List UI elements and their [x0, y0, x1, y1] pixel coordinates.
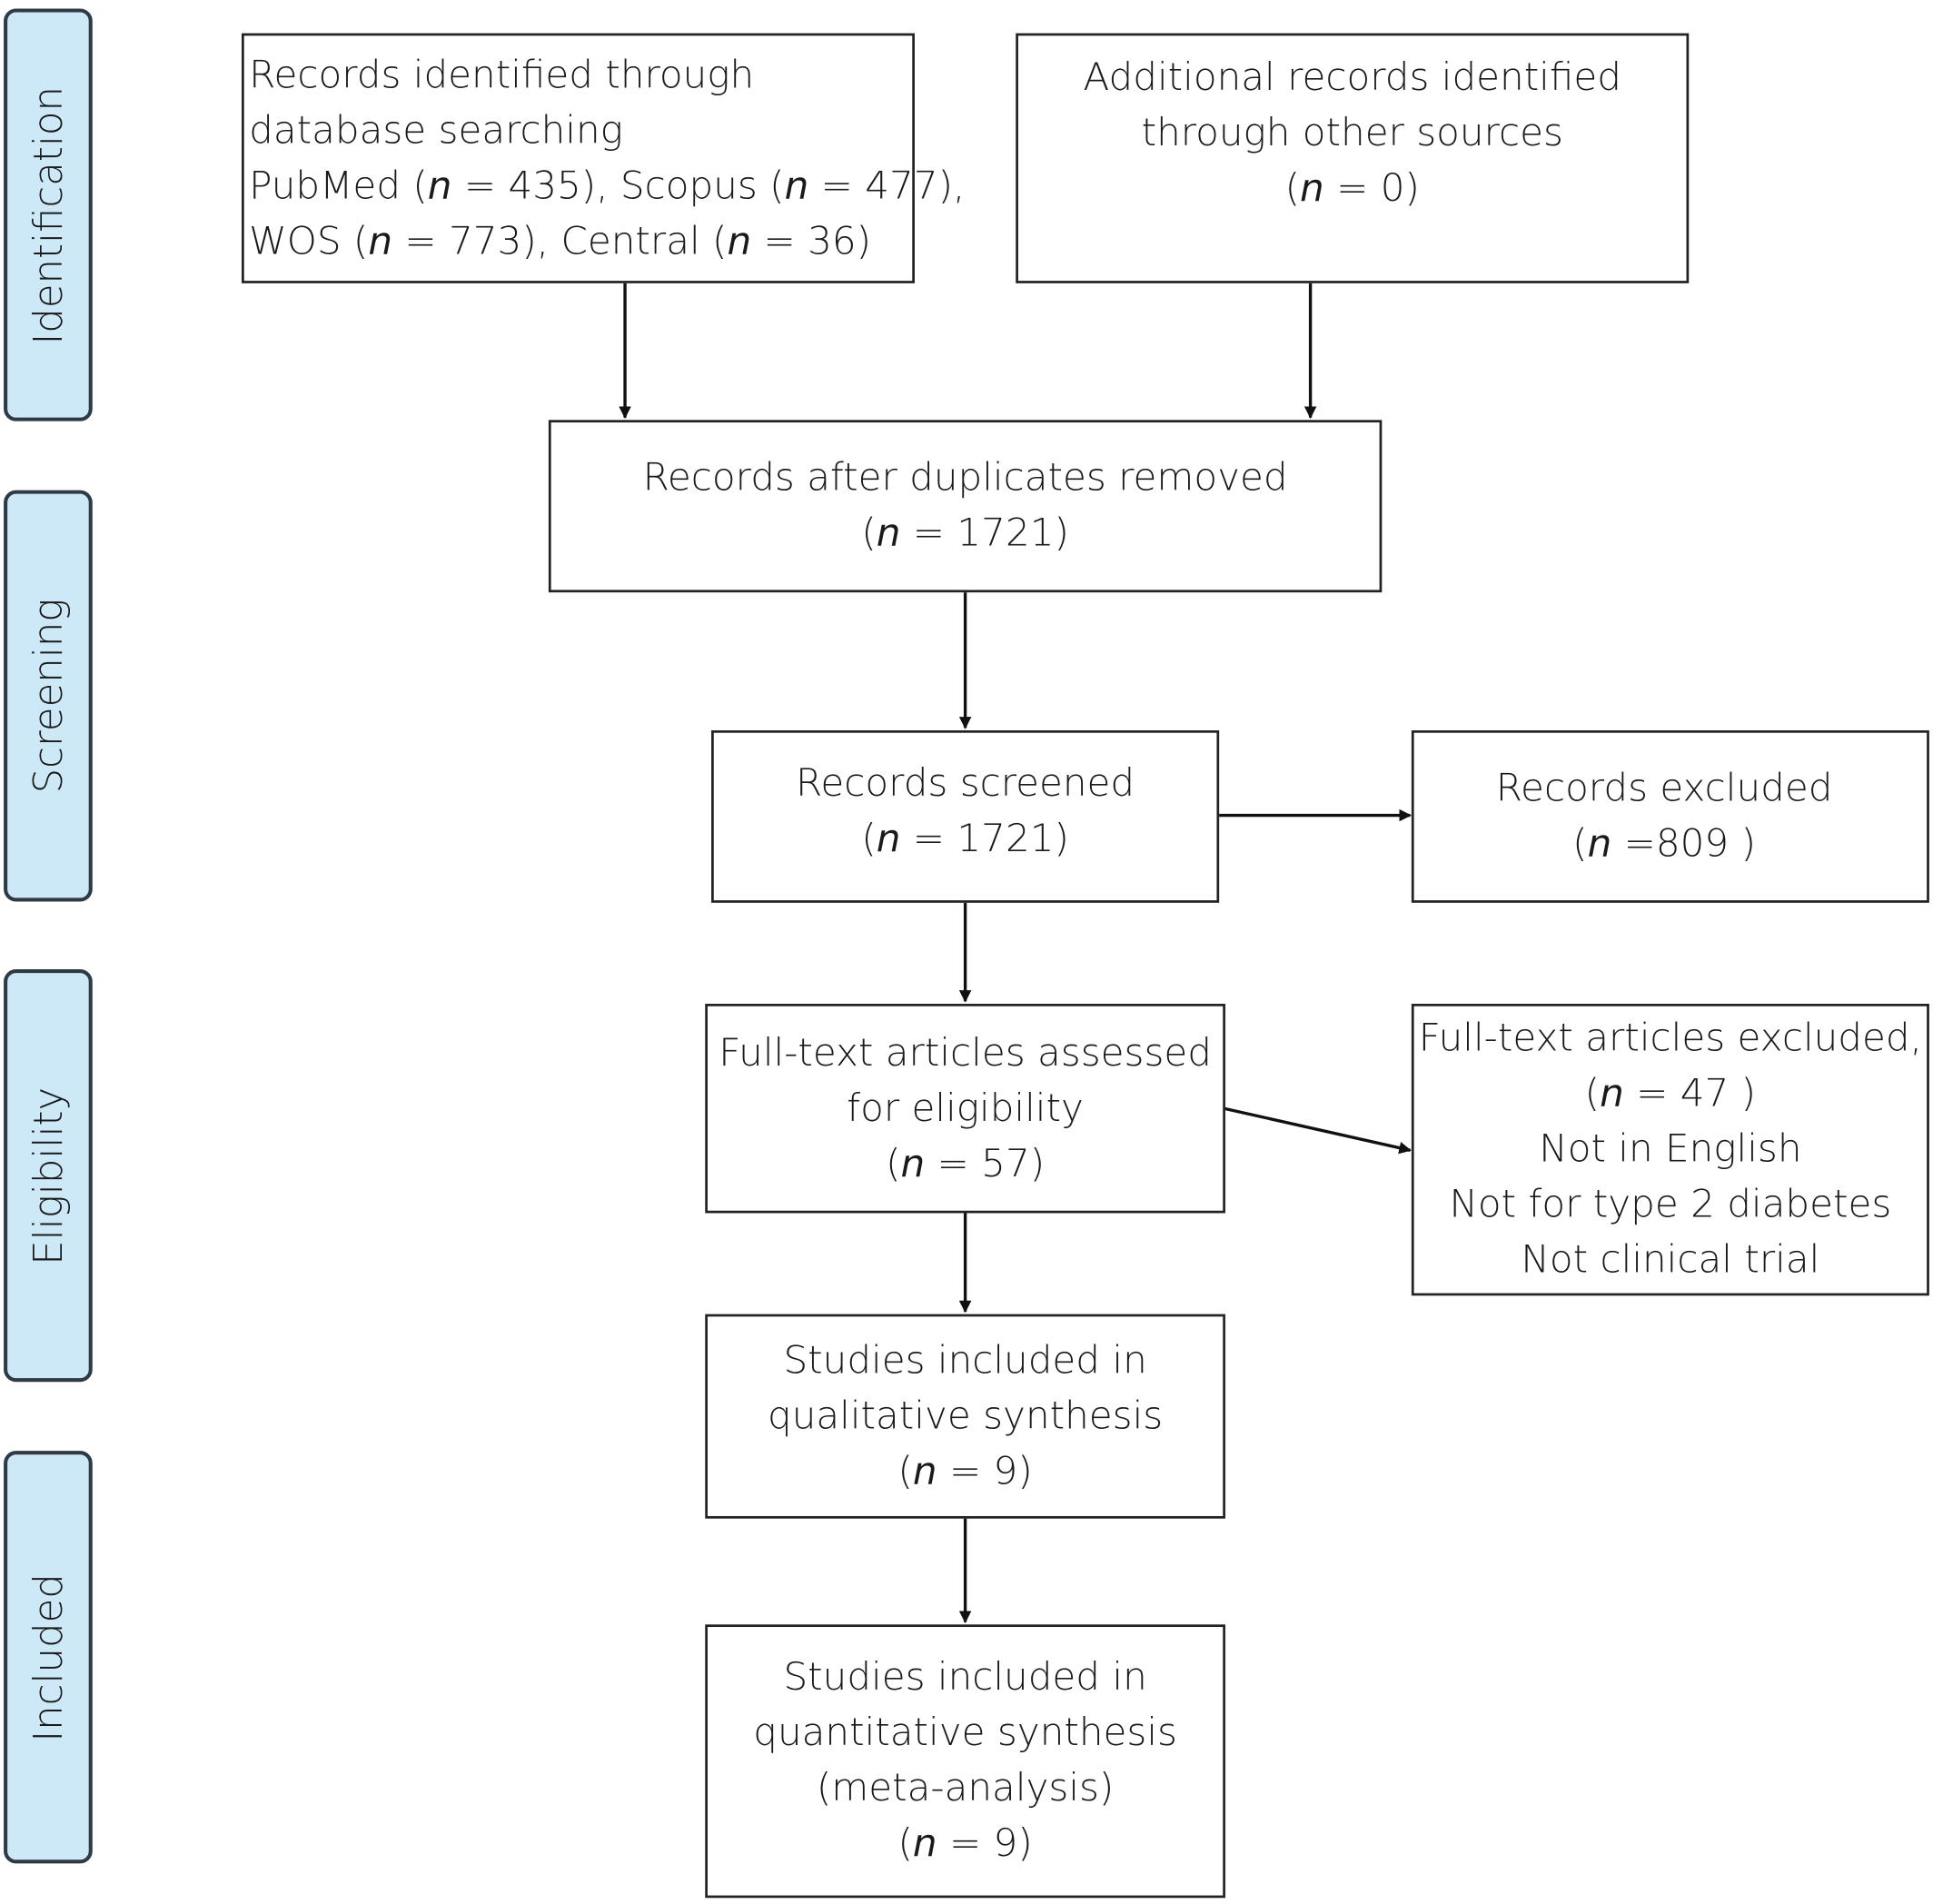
box-quantitative-synthesis: Studies included in quantitative synthes… — [705, 1624, 1225, 1899]
phase-label: Included — [25, 1572, 72, 1741]
box-text: = 477), — [808, 163, 966, 208]
box-text: ( — [861, 511, 877, 556]
n-variable: n — [1600, 1071, 1624, 1116]
n-variable: n — [727, 218, 752, 263]
phase-label: Identification — [25, 85, 72, 344]
box-text: =809 ) — [1611, 821, 1756, 867]
box-text: = 9) — [937, 1449, 1033, 1493]
arrow-fulltext-to-excluded — [1224, 1106, 1412, 1155]
box-text: ( — [897, 1821, 913, 1867]
box-text: Full-text articles excluded, — [1418, 1016, 1922, 1061]
count-line: (n = 1721) — [861, 811, 1069, 867]
box-text: = 57) — [925, 1141, 1046, 1185]
box-text: = 9) — [937, 1821, 1033, 1867]
n-variable: n — [427, 163, 452, 208]
count-line: (n = 47 ) — [1585, 1066, 1756, 1122]
count-line: (n = 57) — [886, 1136, 1045, 1192]
box-text: ( — [1584, 1071, 1601, 1116]
box-text: Additional records identified — [1083, 55, 1621, 100]
box-text: qualitative synthesis — [768, 1393, 1164, 1438]
box-text: ( — [1284, 166, 1301, 211]
box-after-duplicates: Records after duplicates removed (n = 17… — [548, 420, 1383, 593]
box-text: Records screened — [796, 760, 1135, 806]
exclusion-reason: Not for type 2 diabetes — [1449, 1182, 1892, 1227]
n-variable: n — [876, 816, 901, 861]
box-text: Records excluded — [1495, 766, 1833, 811]
box-qualitative-synthesis: Studies included in qualitative synthesi… — [705, 1314, 1225, 1519]
box-text: = 1721) — [900, 816, 1069, 861]
source-counts-line: PubMed (n = 435), Scopus (n = 477), — [249, 158, 965, 213]
n-variable: n — [1587, 821, 1612, 867]
box-text: ( — [861, 816, 877, 861]
n-variable: n — [912, 1449, 937, 1493]
box-records-screened: Records screened (n = 1721) — [711, 729, 1220, 903]
count-line: (n =809 ) — [1572, 817, 1756, 872]
box-text: = 47 ) — [1623, 1071, 1757, 1116]
exclusion-reason: Not in English — [1539, 1126, 1802, 1172]
box-text: (meta-analysis) — [816, 1766, 1115, 1811]
box-text: ( — [886, 1141, 901, 1185]
n-variable: n — [368, 218, 393, 263]
n-variable: n — [900, 1141, 926, 1185]
box-text: = 1721) — [900, 511, 1069, 556]
box-text: = 36) — [751, 218, 872, 263]
box-text: = 435), Scopus ( — [451, 163, 785, 208]
box-text: ( — [1572, 821, 1588, 867]
box-text: database searching — [249, 107, 623, 153]
phase-eligibility: Eligibility — [4, 969, 93, 1383]
box-text: Full-text articles assessed — [719, 1030, 1212, 1075]
box-text: for eligibility — [847, 1086, 1084, 1130]
n-variable: n — [1300, 166, 1324, 211]
n-variable: n — [784, 163, 809, 208]
box-text: = 773), Central ( — [392, 218, 728, 263]
box-full-text-excluded: Full-text articles excluded, (n = 47 ) N… — [1411, 1003, 1929, 1296]
count-line: (n = 9) — [897, 1444, 1032, 1500]
box-text: through other sources — [1141, 111, 1563, 155]
box-text: = 0) — [1323, 166, 1420, 211]
phase-label: Eligibility — [25, 1086, 72, 1265]
box-full-text-assessed: Full-text articles assessed for eligibil… — [705, 1003, 1225, 1214]
n-variable: n — [876, 511, 901, 556]
count-line: (n = 9) — [897, 1817, 1032, 1872]
count-line: (n = 1721) — [861, 506, 1069, 561]
box-text: Studies included in — [783, 1655, 1147, 1701]
box-text: PubMed ( — [249, 163, 428, 208]
phase-included: Included — [4, 1451, 93, 1864]
box-text: quantitative synthesis — [753, 1711, 1177, 1756]
n-variable: n — [912, 1821, 937, 1867]
exclusion-reason: Not clinical trial — [1521, 1237, 1820, 1283]
box-text: Studies included in — [783, 1338, 1147, 1383]
phase-label: Screening — [25, 598, 72, 794]
box-text: Records identified through — [249, 52, 755, 97]
count-line: (n = 0) — [1285, 162, 1420, 217]
phase-identification: Identification — [4, 8, 93, 421]
box-database-searching: Records identified through database sear… — [241, 33, 965, 283]
source-counts-line: WOS (n = 773), Central (n = 36) — [249, 213, 871, 269]
box-other-sources: Additional records identified through ot… — [1016, 33, 1690, 283]
box-text: Records after duplicates removed — [642, 455, 1288, 501]
box-text: ( — [897, 1449, 913, 1493]
phase-screening: Screening — [4, 490, 93, 902]
box-text: WOS ( — [249, 218, 369, 263]
box-records-excluded: Records excluded (n =809 ) — [1411, 729, 1929, 903]
